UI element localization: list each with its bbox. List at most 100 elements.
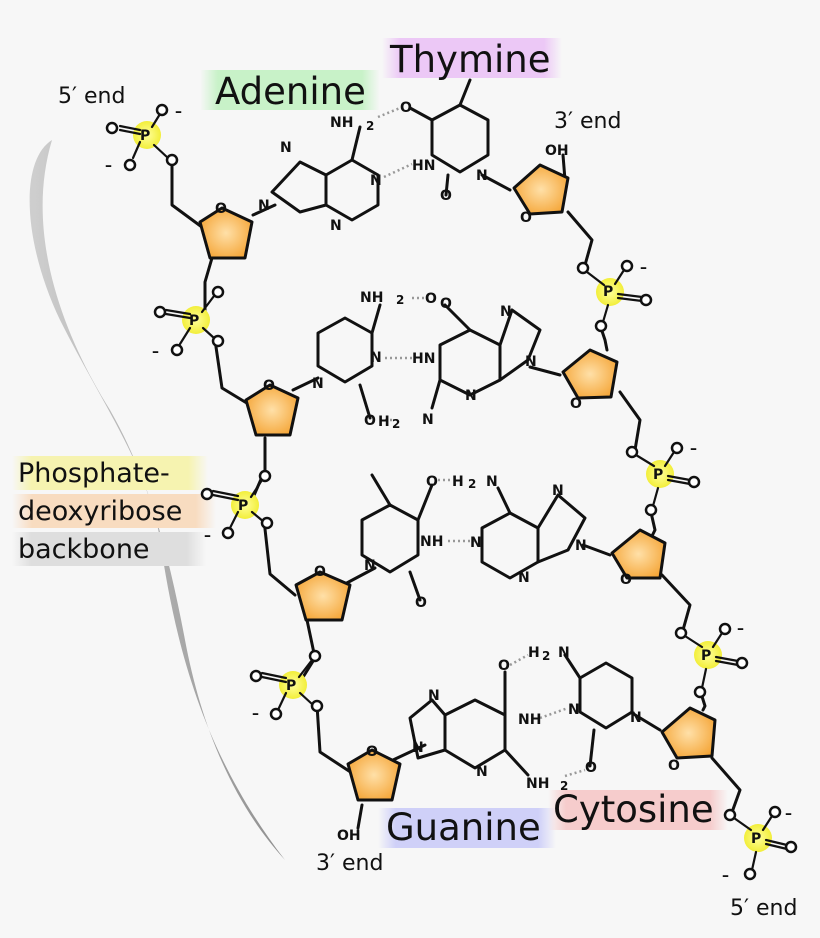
svg-text:–: –: [785, 806, 792, 822]
guanine-base-4: [408, 670, 530, 777]
guanine-highlight: [378, 808, 556, 848]
svg-text:O: O: [440, 188, 452, 204]
sugar-left-1: [198, 206, 254, 260]
label-cytosine: Cytosine: [553, 788, 714, 831]
adenine-highlight: [200, 70, 380, 110]
svg-text:O: O: [570, 396, 582, 412]
svg-text:–: –: [737, 621, 744, 637]
svg-text:O: O: [668, 758, 680, 774]
svg-text:O: O: [314, 564, 326, 580]
svg-text:O: O: [215, 201, 227, 217]
svg-text:–: –: [690, 441, 697, 457]
left-phosphate-bonds: [118, 112, 314, 712]
svg-text:NH: NH: [526, 776, 549, 792]
phosphate-right-2: [646, 460, 674, 488]
svg-text:N: N: [412, 740, 424, 756]
backbone-highlight-2: [12, 494, 216, 528]
svg-text:2: 2: [392, 417, 400, 431]
svg-text:NH: NH: [360, 290, 383, 306]
thymine-highlight: [382, 38, 562, 78]
sugar-right-1: [512, 163, 570, 216]
right-phosphate-oxygens: [576, 259, 798, 881]
svg-text:N: N: [575, 538, 587, 554]
svg-text:N: N: [476, 168, 488, 184]
label-5-end-top: 5′ end: [58, 84, 125, 109]
svg-text:N: N: [330, 218, 342, 234]
label-5-end-bottom: 5′ end: [730, 896, 797, 921]
svg-text:NH: NH: [518, 712, 541, 728]
svg-text:O: O: [585, 760, 597, 776]
svg-text:–: –: [252, 706, 259, 722]
svg-text:O: O: [364, 413, 376, 429]
svg-text:–: –: [152, 344, 159, 360]
svg-text:NH: NH: [420, 534, 443, 550]
label-3-end-top: 3′ end: [554, 109, 621, 134]
svg-text:P: P: [701, 648, 711, 664]
svg-text:P: P: [751, 831, 761, 847]
label-backbone-line2: deoxyribose: [18, 496, 182, 527]
label-thymine: Thymine: [389, 38, 550, 81]
svg-text:P: P: [653, 467, 663, 483]
sugar-left-3: [294, 570, 352, 622]
svg-text:N: N: [568, 702, 580, 718]
svg-text:N: N: [370, 350, 382, 366]
svg-text:P: P: [238, 498, 248, 514]
svg-text:O: O: [440, 296, 452, 312]
right-phosphate-bonds: [585, 268, 789, 872]
svg-text:N: N: [422, 412, 434, 428]
backbone-highlight-1: [12, 456, 208, 490]
thymine-base-1: [408, 78, 490, 197]
adenine-base-1: [270, 125, 380, 222]
svg-text:H: H: [452, 474, 464, 490]
svg-text:2: 2: [542, 649, 550, 663]
svg-text:N: N: [476, 764, 488, 780]
left-phosphate-oxygens: [105, 103, 324, 721]
svg-text:N: N: [258, 198, 270, 214]
thymine-base-3: [360, 473, 434, 602]
svg-text:OH: OH: [545, 143, 569, 159]
svg-text:O: O: [520, 210, 532, 226]
sugar-right-4: [660, 706, 717, 760]
svg-text:H: H: [378, 414, 390, 430]
label-backbone-line1: Phosphate-: [18, 458, 170, 489]
svg-text:P: P: [189, 313, 199, 329]
svg-text:–: –: [722, 868, 729, 884]
svg-text:N: N: [552, 483, 564, 499]
svg-text:O: O: [620, 572, 632, 588]
svg-text:O: O: [400, 100, 412, 116]
guanine-base-2: [430, 303, 542, 410]
svg-text:O: O: [425, 291, 437, 307]
svg-text:–: –: [204, 528, 211, 544]
svg-text:2: 2: [366, 119, 374, 133]
label-backbone-line3: backbone: [18, 534, 150, 565]
backbone-highlight-3: [12, 532, 206, 566]
svg-text:N: N: [525, 354, 537, 370]
svg-text:P: P: [140, 128, 150, 144]
svg-text:NH: NH: [330, 115, 353, 131]
svg-text:–: –: [175, 104, 182, 120]
label-adenine: Adenine: [215, 70, 366, 113]
adenine-base-3: [480, 486, 587, 580]
svg-text:HN: HN: [412, 351, 435, 367]
svg-text:N: N: [518, 570, 530, 586]
svg-text:N: N: [470, 535, 482, 551]
cytosine-highlight: [548, 790, 728, 830]
sugar-right-2: [561, 348, 619, 400]
svg-text:N: N: [280, 140, 292, 156]
svg-text:N: N: [312, 376, 324, 392]
svg-text:2: 2: [396, 293, 404, 307]
label-3-end-bottom: 3′ end: [316, 851, 383, 876]
svg-text:P: P: [286, 678, 296, 694]
svg-text:OH: OH: [337, 828, 361, 844]
svg-text:O: O: [498, 658, 510, 674]
svg-text:N: N: [370, 173, 382, 189]
svg-text:2: 2: [560, 779, 568, 793]
svg-text:O: O: [415, 595, 427, 611]
svg-text:P: P: [603, 284, 613, 300]
svg-text:O: O: [366, 744, 378, 760]
cytosine-base-2: [316, 303, 382, 420]
cytosine-base-4: [563, 653, 634, 768]
svg-text:N: N: [465, 388, 477, 404]
